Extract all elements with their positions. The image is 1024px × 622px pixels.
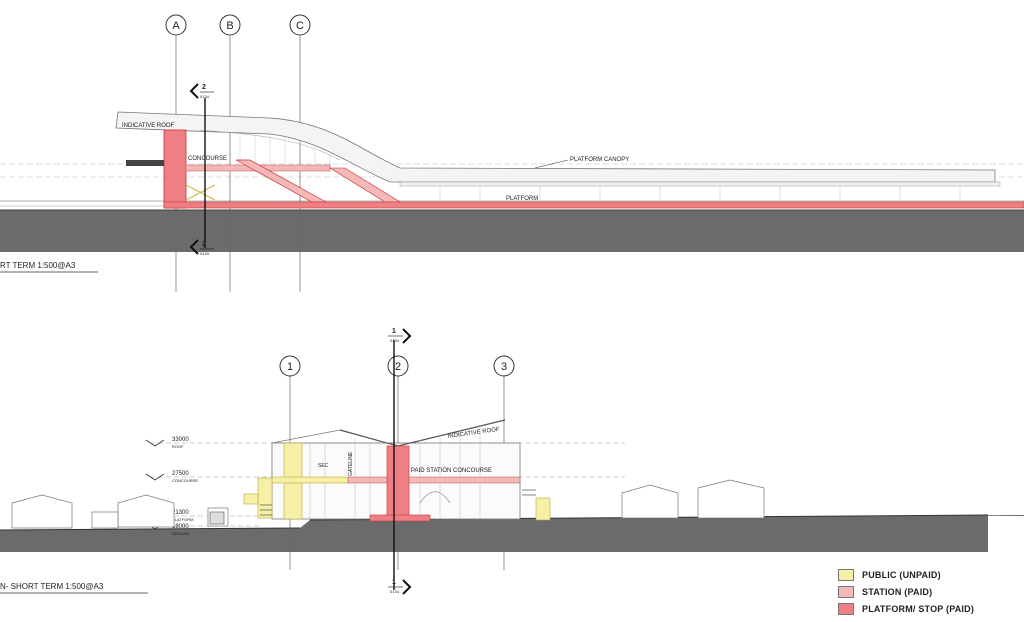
level-concourse-name: CONCOURSE	[172, 478, 198, 483]
level-platform-name: PLATFORM	[172, 517, 193, 522]
svg-text:0134: 0134	[390, 589, 400, 594]
legend-item-public: PUBLIC (UNPAID)	[838, 566, 1018, 583]
svg-text:C: C	[296, 20, 304, 32]
grid-marker-c: C	[289, 14, 311, 36]
svg-text:3: 3	[501, 361, 507, 373]
house-left-1	[11, 494, 73, 529]
top-canopy-label: PLATFORM CANOPY	[570, 157, 629, 163]
grid-marker-3: 3	[493, 355, 515, 377]
legend-item-platform: PLATFORM/ STOP (PAID)	[838, 600, 1018, 617]
svg-text:B: B	[226, 20, 233, 32]
svg-text:0134: 0134	[200, 94, 210, 99]
grid-marker-a: A	[165, 14, 187, 36]
top-platform-label: PLATFORM	[506, 196, 538, 202]
level-ground-name: GROUND	[172, 531, 190, 536]
top-roof-label: INDICATIVE ROOF	[122, 123, 175, 129]
svg-text:1: 1	[287, 361, 293, 373]
top-roof	[115, 111, 996, 183]
top-section: A B C	[0, 14, 1024, 292]
svg-text:2: 2	[202, 241, 206, 248]
level-platform-value: 21300	[172, 510, 189, 516]
legend-swatch-station	[838, 585, 854, 598]
grid-marker-2: 2	[387, 355, 409, 377]
legend-item-station: STATION (PAID)	[838, 583, 1018, 600]
bottom-concourse-label: PAID STATION CONCOURSE	[411, 468, 492, 474]
grid-marker-1: 1	[279, 355, 301, 377]
legend: PUBLIC (UNPAID) STATION (PAID) PLATFORM/…	[838, 566, 1018, 617]
svg-text:2: 2	[395, 361, 401, 373]
svg-text:2: 2	[202, 84, 206, 91]
bottom-section: 1 2 3 33000 ROOF 27500 CONCOURSE 21300	[0, 328, 1024, 595]
legend-swatch-platform	[838, 602, 854, 615]
house-right-1	[621, 484, 679, 519]
sec-label: SEC	[318, 463, 329, 469]
top-concourse-label: CONCOURSE	[188, 156, 227, 162]
svg-text:1: 1	[392, 328, 396, 335]
svg-text:0134: 0134	[200, 251, 210, 256]
level-roof-value: 33000	[172, 437, 189, 443]
house-left-2	[117, 494, 175, 528]
svg-text:0134: 0134	[390, 338, 400, 343]
top-left-stair	[126, 160, 164, 166]
platform-stop-core	[386, 445, 410, 520]
level-roof-name: ROOF	[172, 444, 184, 449]
bottom-ground	[0, 515, 1024, 552]
platform-stop-base	[369, 514, 431, 522]
level-ground-value: 18000	[172, 524, 189, 530]
bottom-caption: N- SHORT TERM 1:500@A3	[0, 582, 104, 591]
top-caption: RT TERM 1:500@A3	[0, 261, 76, 270]
top-station-tower	[163, 129, 187, 209]
bottom-roof-label: INDICATIVE ROOF	[447, 427, 500, 440]
level-concourse-value: 27500	[172, 471, 189, 477]
top-ground	[0, 210, 1024, 252]
svg-text:1: 1	[392, 579, 396, 586]
gateline-label: GATELINE	[348, 451, 354, 476]
legend-label-public: PUBLIC (UNPAID)	[862, 569, 941, 580]
top-platform	[163, 201, 1024, 209]
legend-label-station: STATION (PAID)	[862, 586, 933, 597]
svg-text:A: A	[172, 20, 180, 32]
legend-swatch-public	[838, 568, 854, 581]
legend-label-platform: PLATFORM/ STOP (PAID)	[862, 603, 975, 614]
house-right-2	[697, 479, 765, 519]
paid-concourse-slab	[347, 476, 521, 484]
grid-marker-b: B	[219, 14, 241, 36]
